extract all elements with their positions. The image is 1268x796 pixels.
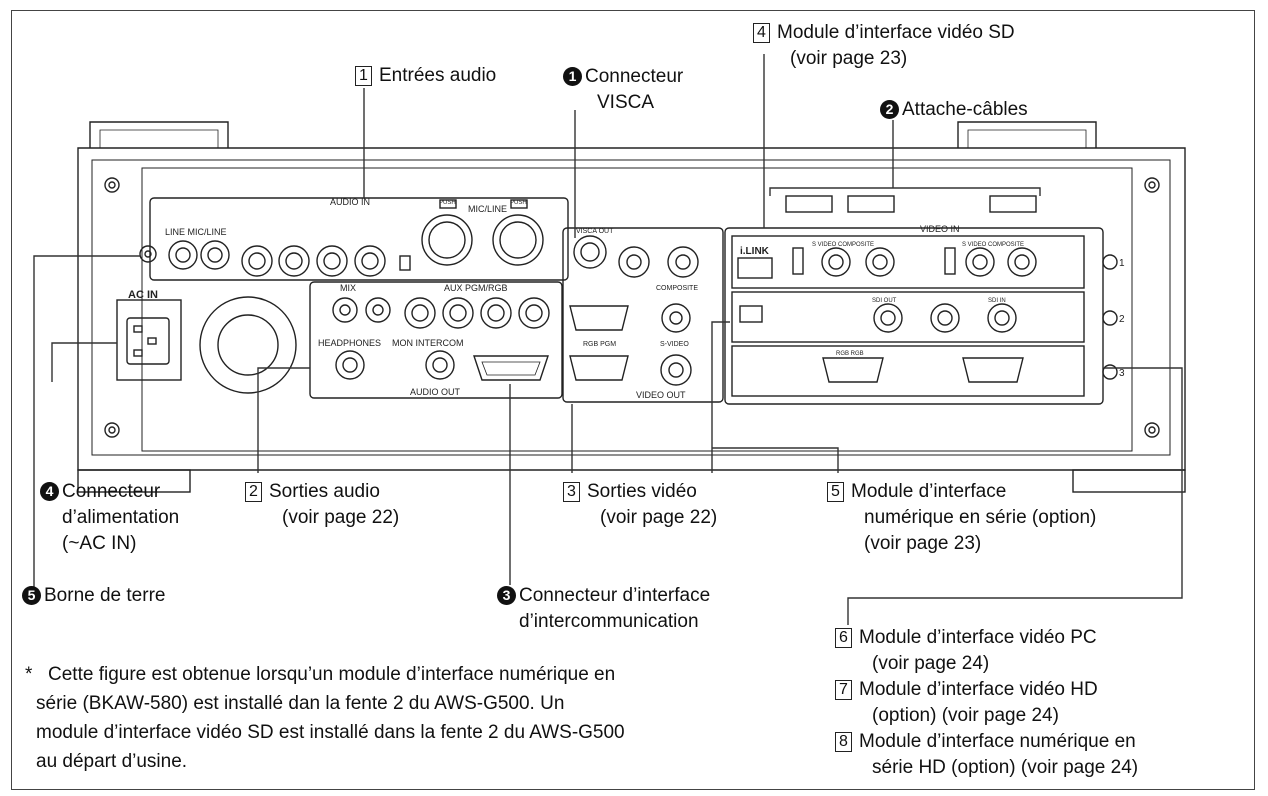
- visca-connector: [573, 235, 607, 269]
- slot-1: [731, 235, 1085, 289]
- footnote-line-2: série (BKAW-580) est installé dan la fen…: [36, 693, 565, 714]
- cable-tie-2: [847, 195, 895, 213]
- ac-in-label: AC IN: [128, 289, 158, 301]
- xlr-input-2: [492, 214, 544, 266]
- fan-grille: [199, 296, 297, 394]
- footnote: * Cette figure est obtenue lorsqu’un mod…: [25, 660, 796, 776]
- sdi-in-label: SDI IN: [988, 298, 1006, 304]
- s-video-label: S-VIDEO: [660, 341, 689, 348]
- s-video-composite-label-1: S VIDEO COMPOSITE: [812, 242, 874, 248]
- footnote-line-1: Cette figure est obtenue lorsqu’un modul…: [48, 664, 616, 685]
- audio-in-group: [149, 197, 569, 281]
- ground-terminal: [139, 245, 157, 263]
- footnote-line-4: au départ d’usine.: [36, 751, 188, 772]
- footnote-star: *: [25, 664, 33, 685]
- slot-2: [731, 291, 1085, 343]
- mic-line-label: MIC/LINE: [468, 204, 507, 214]
- slot-3-number: 3: [1119, 368, 1125, 379]
- headphones-label: HEADPHONES: [318, 338, 381, 348]
- left-foot: [77, 469, 191, 493]
- line-mic-line-label: LINE MIC/LINE: [165, 227, 227, 237]
- ac-in-socket: [116, 299, 182, 381]
- cable-tie-1: [785, 195, 833, 213]
- cable-tie-3: [989, 195, 1037, 213]
- aux-pgm-rgb-label: AUX PGM/RGB: [444, 283, 508, 293]
- left-handle: [89, 121, 229, 148]
- footnote-line-3: module d’interface vidéo SD est installé…: [36, 722, 625, 743]
- push-label-1: PUSH: [439, 200, 456, 206]
- figure-frame: [11, 10, 1255, 790]
- slot-2-number: 2: [1119, 314, 1125, 325]
- sdi-out-label: SDI OUT: [872, 298, 897, 304]
- s-video-composite-label-2: S VIDEO COMPOSITE: [962, 242, 1024, 248]
- slot-3: [731, 345, 1085, 397]
- rgb-in-label: RGB RGB: [836, 351, 864, 357]
- visca-label: VISCA OUT: [576, 228, 614, 235]
- video-out-label: VIDEO OUT: [636, 390, 686, 400]
- video-out-group: [562, 227, 724, 403]
- right-handle: [957, 121, 1097, 148]
- audio-out-group: [309, 281, 563, 399]
- leader-lines: [33, 54, 1183, 625]
- i-link-port: [737, 257, 773, 279]
- video-in-group: [724, 227, 1104, 405]
- push-label-2: PUSH: [510, 200, 527, 206]
- slot-1-number: 1: [1119, 258, 1125, 269]
- mix-label: MIX: [340, 283, 356, 293]
- right-foot: [1072, 469, 1186, 493]
- audio-in-label: AUDIO IN: [330, 197, 370, 207]
- intercom-connector: [473, 355, 549, 381]
- rgb-pgm-label: RGB PGM: [583, 341, 616, 348]
- i-link-label: i.LINK: [740, 246, 770, 257]
- video-in-label: VIDEO IN: [920, 224, 960, 234]
- audio-out-label: AUDIO OUT: [410, 387, 461, 397]
- composite-label: COMPOSITE: [656, 285, 698, 292]
- mon-intercom-label: MON INTERCOM: [392, 338, 464, 348]
- xlr-input-1: [421, 214, 473, 266]
